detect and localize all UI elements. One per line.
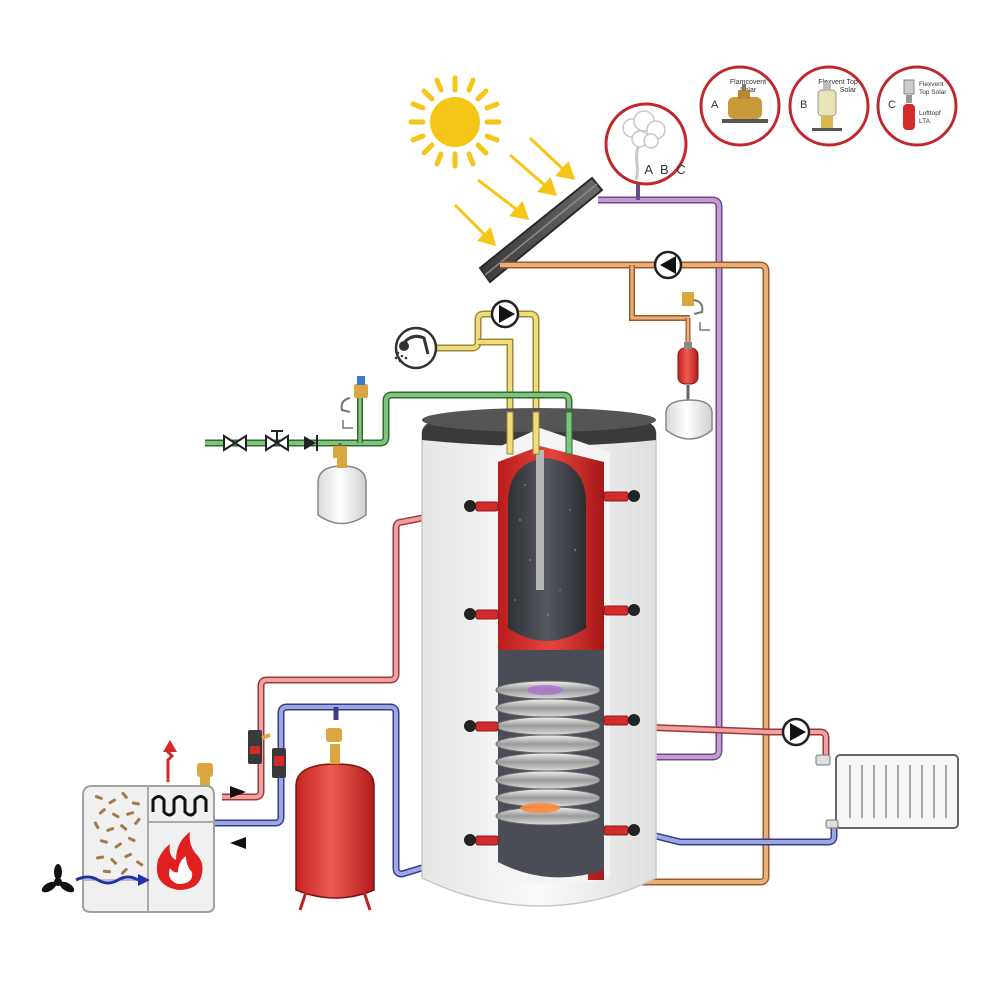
heat-exchanger-coil <box>495 680 601 826</box>
pump-icon <box>781 717 811 747</box>
expansion-vessel-icon <box>665 399 713 440</box>
callout-a-line1: Flamcovent <box>730 79 766 86</box>
callout-b-line2: Solar <box>840 87 857 94</box>
sun-icon <box>408 75 502 169</box>
boiler-safety-valve <box>197 763 213 787</box>
callout-b-letter: B <box>800 99 807 111</box>
vent-marker: A B C <box>604 102 688 186</box>
flame-icon <box>156 832 203 890</box>
boiler-return-pipe <box>215 703 490 878</box>
pellet-boiler <box>82 740 215 913</box>
heat-arrow-icon <box>163 740 177 782</box>
heating-coil-icon <box>151 795 208 817</box>
pump-icon <box>653 250 683 280</box>
callout-b: B Flexvent Top Solar <box>788 65 870 147</box>
callout-c-line3: Lufttopf <box>919 110 941 117</box>
radiator-icon <box>815 754 959 829</box>
solar-collector <box>478 176 604 284</box>
pump-icon <box>490 299 520 329</box>
lufttopf-icon <box>903 79 915 130</box>
expansion-vessel-icon <box>317 456 367 525</box>
expansion-vessel-icon <box>295 728 375 911</box>
callout-a-letter: A <box>711 99 719 111</box>
fan-icon <box>41 864 75 893</box>
water-bubbles <box>514 484 577 617</box>
callout-c: C Flexvent Top Solar Lufttopf LTA <box>876 65 958 147</box>
vent-marker-label: A B C <box>644 162 687 177</box>
callout-a: A Flamcovent Solar <box>699 65 781 147</box>
shower-icon <box>394 326 438 370</box>
hot-water-pipe <box>435 310 540 420</box>
flexvent-icon <box>812 82 842 131</box>
sun-ray-arrows <box>453 136 576 247</box>
callout-c-line1: Flexvent <box>919 81 944 88</box>
callout-b-line1: Flexvent Top <box>818 79 858 86</box>
solar-expansion-tank <box>677 342 699 385</box>
radiator-flow-pipe <box>639 723 830 758</box>
storage-tank <box>421 408 657 907</box>
flamcovent-icon <box>722 84 768 123</box>
pellets-icon <box>93 791 144 875</box>
callout-c-line2: Top Solar <box>919 89 947 96</box>
radiator-return-pipe <box>639 822 838 846</box>
callout-c-line4: LTA <box>919 118 931 125</box>
safety-valve <box>682 292 710 331</box>
callout-c-letter: C <box>888 99 896 111</box>
steam-icon <box>622 110 666 149</box>
valve-icon <box>223 430 318 452</box>
air-flow-arrow <box>75 874 150 886</box>
safety-valve <box>333 376 368 458</box>
boiler-flow-pipe <box>222 501 489 801</box>
check-valve <box>248 730 286 778</box>
